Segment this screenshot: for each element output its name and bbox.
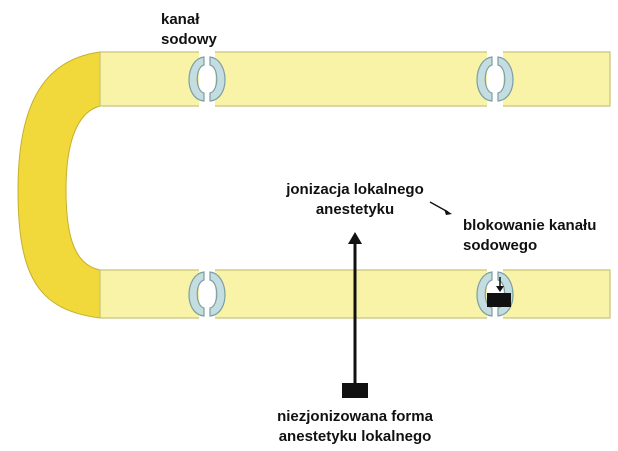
anesthetic-blocker-icon [487, 293, 511, 307]
ionization-label: jonizacja lokalnego anestetyku [260, 180, 450, 220]
axon-upper [100, 52, 610, 106]
axon-bend [18, 52, 100, 318]
unionized-anesthetic-label: niezjonizowana forma anestetyku lokalneg… [245, 407, 465, 447]
blocking-label: blokowanie kanału sodowego [463, 216, 596, 256]
anesthetic-molecule-icon [342, 383, 368, 398]
sodium-channel-label: kanał sodowy [161, 10, 217, 50]
